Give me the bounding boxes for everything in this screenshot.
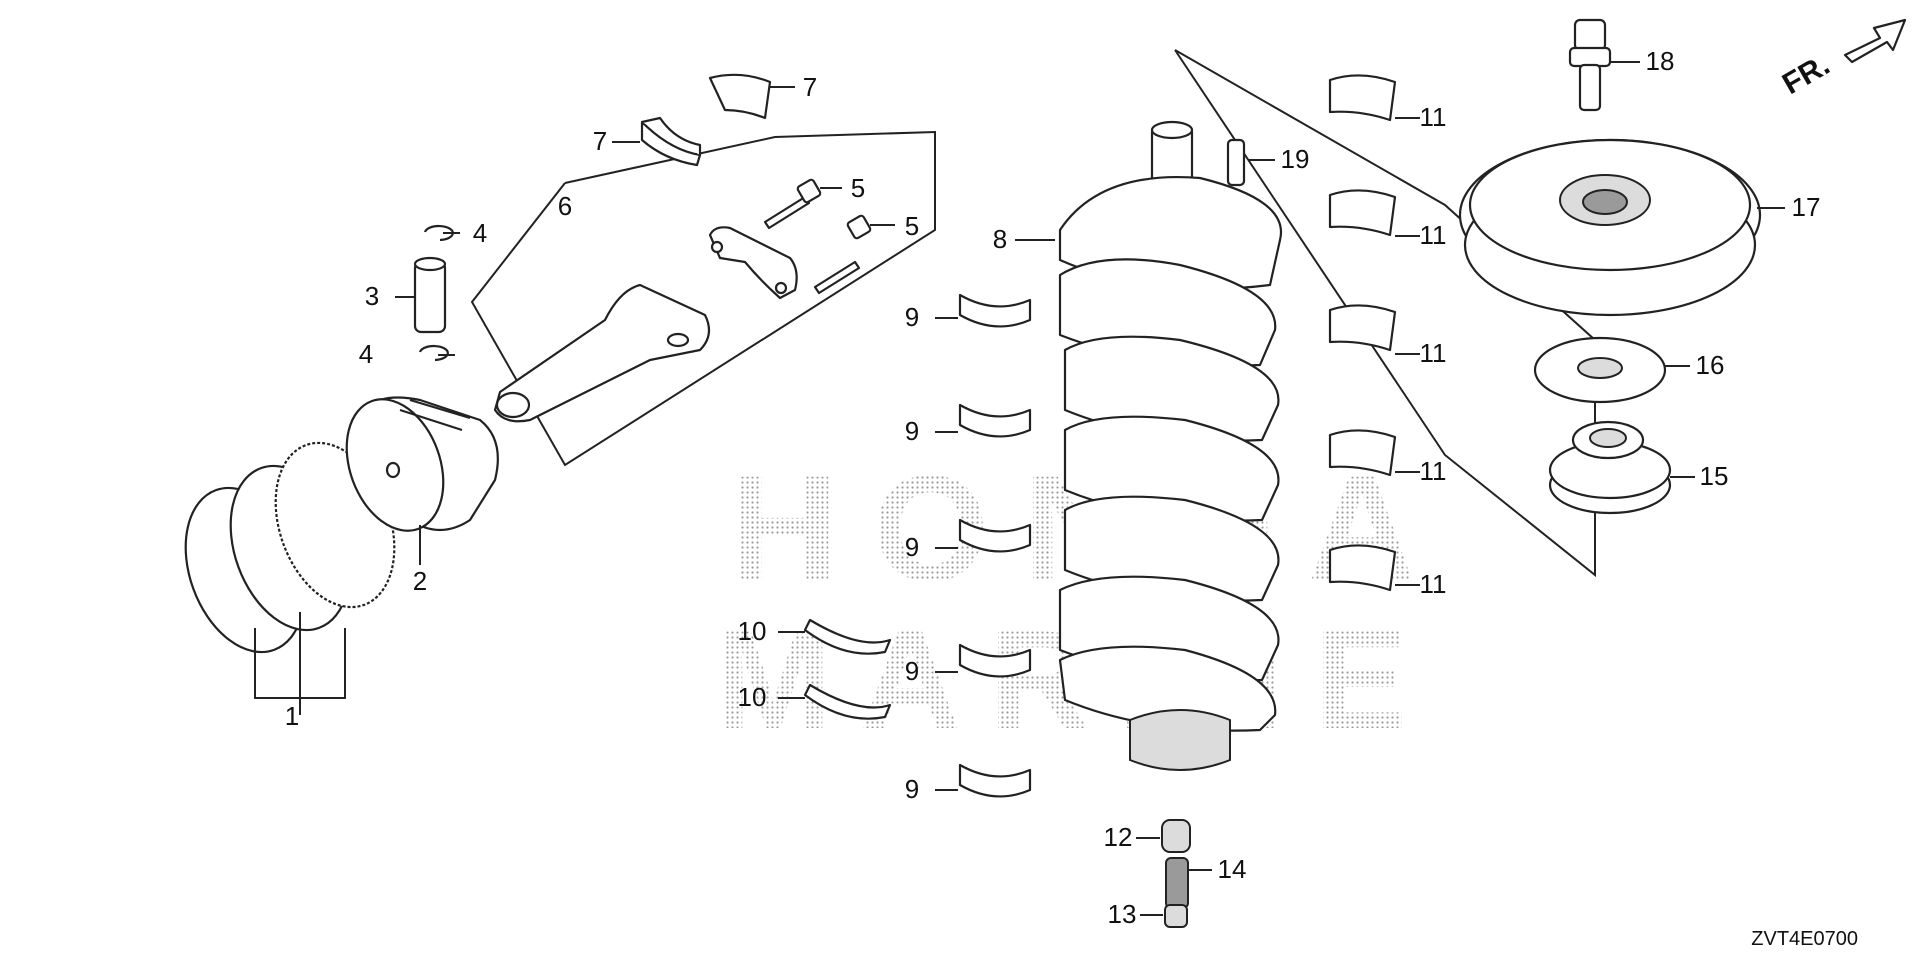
timing-pulley: [1533, 336, 1690, 404]
crankshaft-pulley: [1458, 138, 1785, 317]
callout-11d: 11: [1420, 456, 1447, 486]
callout-6: 6: [558, 191, 572, 221]
piston: [345, 396, 499, 565]
spring: [1165, 857, 1212, 909]
upper-main-bearing-1: [1328, 74, 1420, 122]
plug-cap: [1136, 819, 1191, 853]
thrust-washer-lower: [778, 683, 892, 720]
main-bearing-2: [935, 403, 1032, 438]
connecting-rod: [493, 283, 711, 423]
callout-1: 1: [285, 701, 299, 731]
callout-11c: 11: [1420, 338, 1447, 368]
main-bearing-5: [935, 763, 1032, 798]
callout-3: 3: [365, 281, 379, 311]
piston-pin: [395, 256, 447, 334]
gear: [1548, 420, 1695, 515]
callout-17: 17: [1792, 192, 1821, 222]
callout-4a: 4: [473, 218, 487, 248]
callout-18: 18: [1646, 46, 1675, 76]
callout-7a: 7: [803, 72, 817, 102]
connecting-rod-cap: [708, 226, 798, 300]
connecting-rod-group-bracket: [470, 130, 936, 467]
main-bearing-4: [935, 643, 1032, 678]
thrust-washer-upper: [778, 618, 892, 655]
rod-bolt-lower: [813, 214, 895, 295]
callout-19: 19: [1281, 144, 1310, 174]
upper-main-bearing-2: [1328, 189, 1420, 237]
crankshaft: [1015, 120, 1283, 771]
callout-16: 16: [1696, 350, 1725, 380]
callout-9a: 9: [905, 302, 919, 332]
callout-11e: 11: [1420, 569, 1447, 599]
upper-main-bearing-5: [1328, 544, 1420, 592]
callout-5b: 5: [905, 211, 919, 241]
diagram-code: ZVT4E0700: [1751, 928, 1858, 950]
callout-15: 15: [1700, 461, 1729, 491]
rod-bearing-upper: [708, 73, 795, 120]
upper-main-bearing-4: [1328, 429, 1420, 477]
callout-10a: 10: [738, 616, 767, 646]
circlip-lower: [418, 344, 455, 362]
front-direction-indicator: FR.: [1777, 18, 1907, 101]
callout-9b: 9: [905, 416, 919, 446]
callout-13: 13: [1108, 899, 1137, 929]
rod-bolt-upper: [763, 178, 842, 230]
callout-12: 12: [1104, 822, 1133, 852]
callout-14: 14: [1218, 854, 1247, 884]
fr-label: FR.: [1777, 48, 1835, 101]
callouts: 1 2 3 4 4 5 5 6 7 7 8 9 9 9 9 9 10 10 11…: [285, 46, 1821, 929]
callout-8: 8: [993, 224, 1007, 254]
rod-bearing-lower: [612, 116, 702, 167]
callout-2: 2: [413, 566, 427, 596]
main-bearing-1: [935, 293, 1032, 328]
callout-10b: 10: [738, 682, 767, 712]
callout-9c: 9: [905, 532, 919, 562]
upper-main-bearing-3: [1328, 304, 1420, 355]
callout-4b: 4: [359, 339, 373, 369]
main-bearing-3: [935, 518, 1032, 553]
callout-11b: 11: [1420, 220, 1447, 250]
callout-9d: 9: [905, 656, 919, 686]
pulley-bolt: [1568, 18, 1640, 112]
callout-5a: 5: [851, 173, 865, 203]
circlip-upper: [423, 224, 460, 242]
callout-9e: 9: [905, 774, 919, 804]
woodruff-key: [1226, 138, 1275, 187]
bolt: [1140, 904, 1188, 928]
callout-11a: 11: [1420, 102, 1447, 132]
callout-7b: 7: [593, 126, 607, 156]
